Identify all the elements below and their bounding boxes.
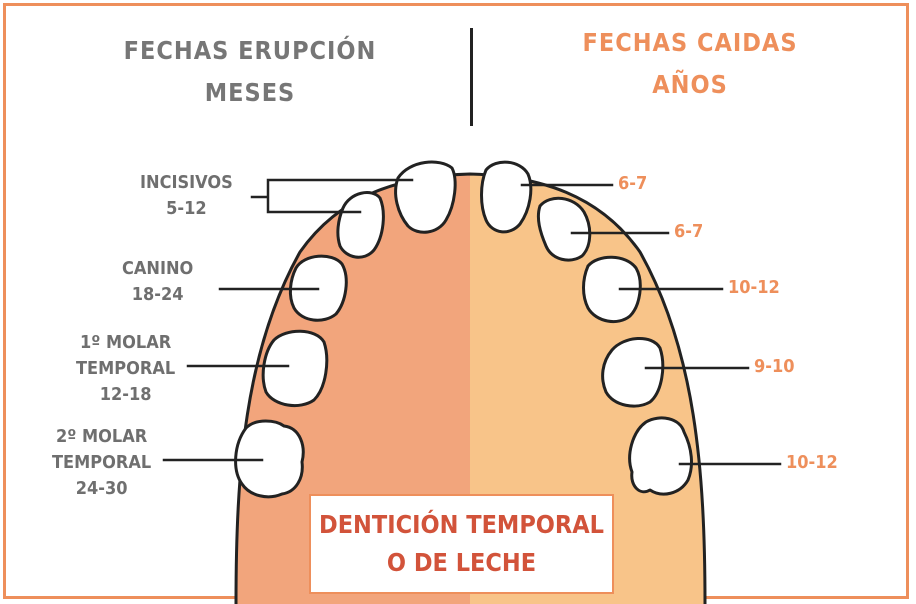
label-canino: CANINO 18-24	[122, 256, 193, 308]
label-molar1-name: 1º MOLAR	[79, 332, 172, 353]
loss-value-central-incisor: 6-7	[618, 173, 648, 194]
header-divider	[470, 28, 473, 126]
loss-value-second-molar: 10-12	[786, 452, 838, 473]
label-molar2-months: 24-30	[75, 478, 128, 499]
diagram-title-line1: DENTICIÓN TEMPORAL	[319, 510, 604, 539]
eruption-header-line2: MESES	[204, 78, 296, 107]
label-canino-months: 18-24	[131, 284, 184, 305]
loss-value-canine: 10-12	[728, 277, 780, 298]
label-molar1-type: TEMPORAL	[76, 358, 176, 379]
label-molar2-type: TEMPORAL	[52, 452, 152, 473]
tooth-right-canine	[582, 255, 642, 324]
loss-header-line2: AÑOS	[652, 70, 728, 99]
tooth-left-lateral-incisor	[336, 191, 385, 259]
loss-header-line1: FECHAS CAIDAS	[582, 28, 798, 57]
tooth-left-second-molar	[234, 419, 305, 499]
label-molar2-name: 2º MOLAR	[55, 426, 148, 447]
label-molar1-months: 12-18	[99, 384, 152, 405]
tooth-right-central-incisor	[480, 160, 533, 234]
leader-incisivos	[250, 178, 414, 214]
tooth-right-lateral-incisor	[536, 196, 592, 262]
eruption-header-line1: FECHAS ERUPCIÓN	[123, 36, 377, 65]
tooth-right-first-molar	[601, 337, 665, 408]
arch-outline	[234, 172, 707, 604]
loss-value-lateral-incisor: 6-7	[674, 221, 704, 242]
eruption-header: FECHAS ERUPCIÓN MESES	[120, 30, 380, 114]
label-incisivos-name: INCISIVOS	[140, 172, 233, 193]
diagram-title-line2: O DE LECHE	[386, 548, 537, 577]
tooth-left-central-incisor	[394, 160, 457, 234]
label-canino-name: CANINO	[122, 258, 194, 279]
label-molar1: 1º MOLAR TEMPORAL 12-18	[76, 330, 175, 408]
loss-header: FECHAS CAIDAS AÑOS	[560, 22, 820, 106]
tooth-right-second-molar	[628, 416, 693, 496]
loss-value-first-molar: 9-10	[754, 356, 795, 377]
tooth-left-first-molar	[261, 329, 329, 408]
diagram-title-box: DENTICIÓN TEMPORAL O DE LECHE	[309, 494, 614, 594]
label-molar2: 2º MOLAR TEMPORAL 24-30	[52, 424, 151, 502]
label-incisivos: INCISIVOS 5-12	[140, 170, 233, 222]
label-incisivos-months: 5-12	[166, 198, 207, 219]
